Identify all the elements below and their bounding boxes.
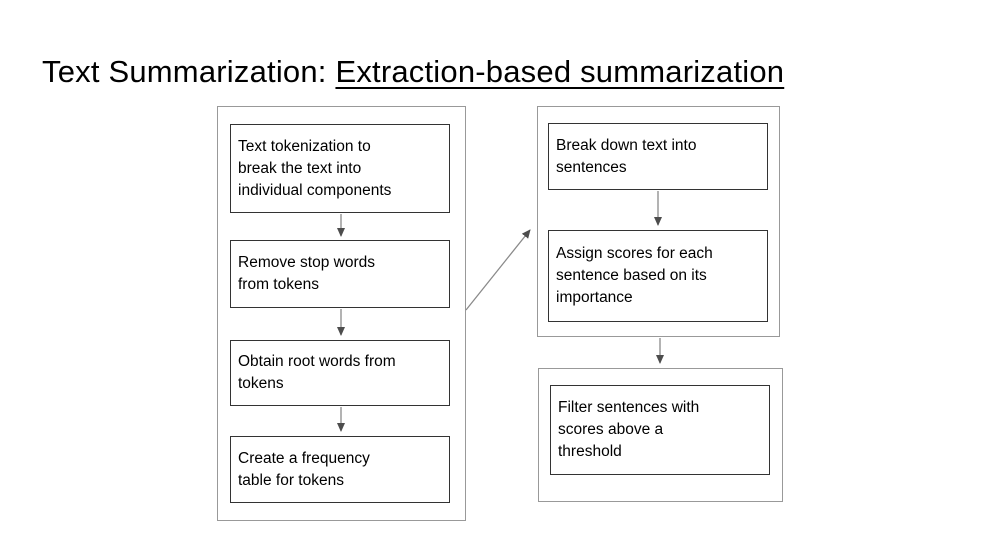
step-break-into-sentences-label: Break down text into sentences <box>556 136 697 176</box>
step-remove-stop-words-label: Remove stop words from tokens <box>238 254 375 293</box>
step-assign-scores: Assign scores for each sentence based on… <box>548 230 768 322</box>
step-assign-scores-label: Assign scores for each sentence based on… <box>556 245 713 306</box>
step-obtain-root-words: Obtain root words from tokens <box>230 340 450 406</box>
step-frequency-table: Create a frequency table for tokens <box>230 436 450 503</box>
step-obtain-root-words-label: Obtain root words from tokens <box>238 353 396 392</box>
arrow-leftgroup-to-rightgroup <box>465 229 531 311</box>
step-text-tokenization: Text tokenization to break the text into… <box>230 124 450 213</box>
left-stage-container <box>217 106 466 521</box>
slide-title: Text Summarization: Extraction-based sum… <box>42 54 784 90</box>
title-underlined-part: Extraction-based summarization <box>335 54 785 89</box>
step-remove-stop-words: Remove stop words from tokens <box>230 240 450 308</box>
step-filter-sentences: Filter sentences with scores above a thr… <box>550 385 770 475</box>
output-stage-container <box>538 368 783 502</box>
step-frequency-table-label: Create a frequency table for tokens <box>238 449 370 489</box>
step-filter-sentences-label: Filter sentences with scores above a thr… <box>558 399 700 460</box>
title-prefix: Text Summarization: <box>42 54 336 89</box>
step-break-into-sentences: Break down text into sentences <box>548 123 768 190</box>
right-stage-container <box>537 106 780 337</box>
step-text-tokenization-label: Text tokenization to break the text into… <box>238 137 392 199</box>
